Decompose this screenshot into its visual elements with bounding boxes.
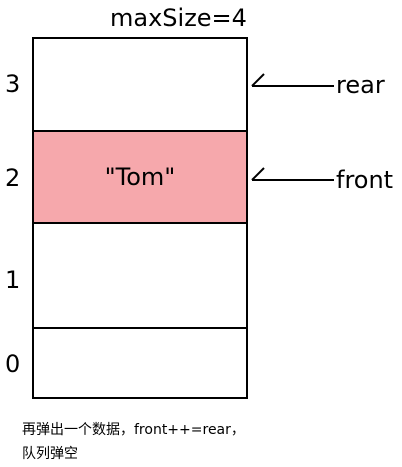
queue-cell-2-value: "Tom"	[104, 163, 176, 191]
caption: 再弹出一个数据，front++=rear， 队列弹空	[22, 418, 282, 466]
queue-cell-3	[32, 37, 248, 132]
rear-arrow	[251, 73, 334, 87]
queue-cell-0	[32, 327, 248, 399]
diagram-title: maxSize=4	[110, 4, 247, 32]
queue-cell-1	[32, 222, 248, 329]
index-label-2: 2	[5, 164, 21, 192]
caption-line-1: 再弹出一个数据，front++=rear，	[22, 422, 245, 438]
front-arrow	[251, 167, 334, 181]
index-label-1: 1	[5, 266, 21, 294]
rear-label: rear	[336, 71, 385, 99]
front-label: front	[336, 166, 394, 194]
index-label-0: 0	[5, 350, 21, 378]
index-label-3: 3	[5, 70, 21, 98]
caption-line-2: 队列弹空	[22, 446, 78, 462]
